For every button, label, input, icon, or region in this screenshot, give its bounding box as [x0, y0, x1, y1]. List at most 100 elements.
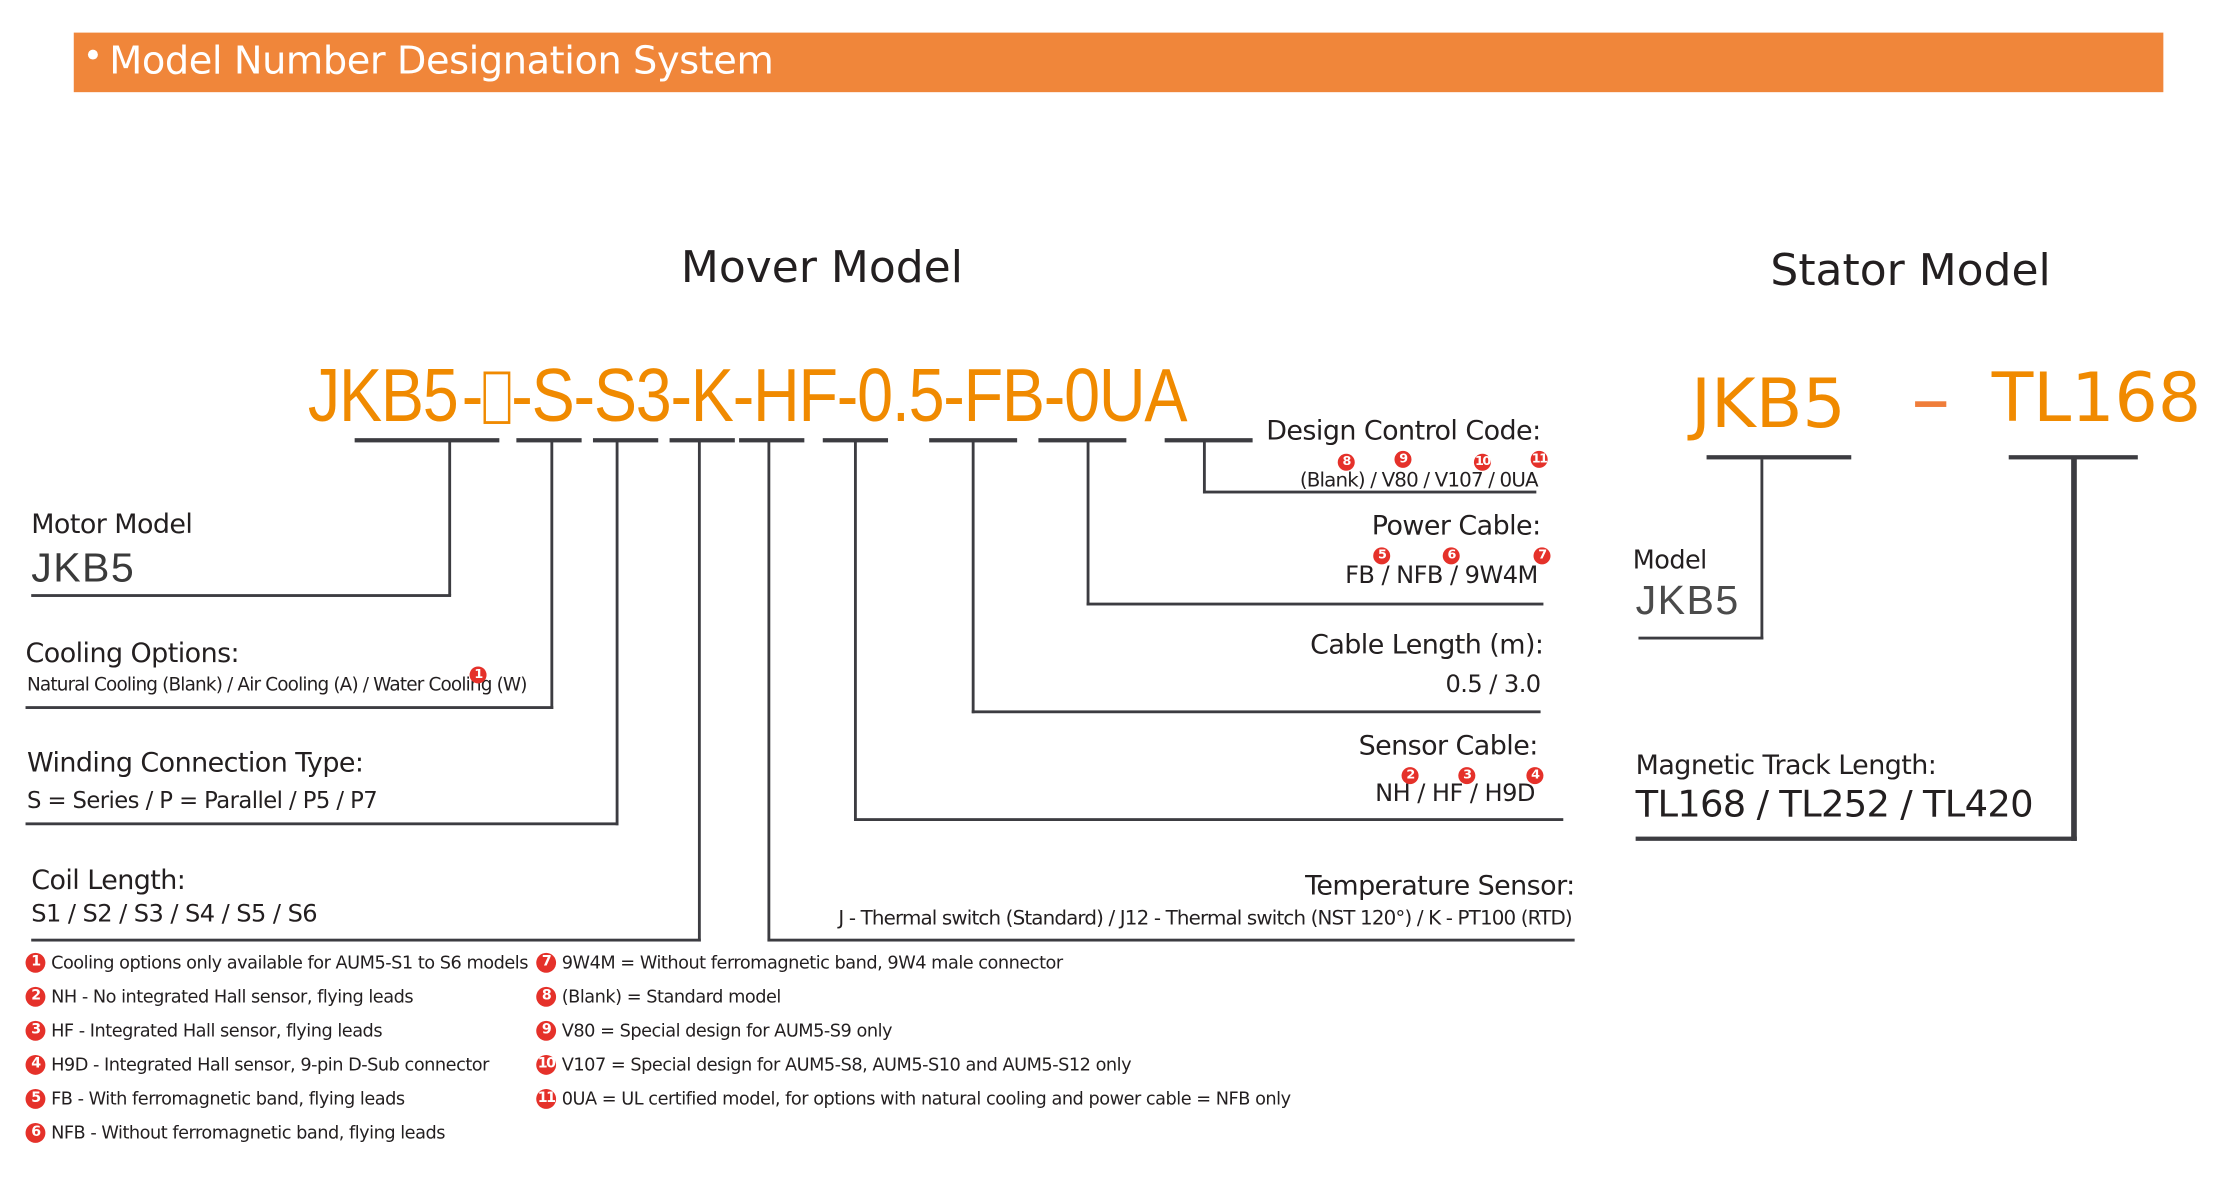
footnote-text: (Blank) = Standard model	[561, 985, 782, 1007]
code-part-model: JKB5	[307, 354, 459, 439]
connector-cooling	[550, 440, 554, 709]
stator-code-track: TL168	[1991, 358, 2202, 439]
sensor-option-hf: HF	[1431, 779, 1463, 809]
stator-title: Stator Model	[1770, 245, 2051, 297]
underline-power	[1038, 438, 1127, 443]
mover-title: Mover Model	[680, 242, 963, 294]
rule-temp	[767, 938, 1575, 942]
code-part-rest: -S-S3-K-HF-0.5-FB-0UA	[511, 354, 1187, 439]
sensor-cable-label: Sensor Cable:	[1358, 730, 1539, 762]
badge-6: 6	[1442, 547, 1460, 565]
badge-5: 5	[1373, 547, 1391, 565]
footnote-text: V107 = Special design for AUM5-S8, AUM5-…	[561, 1053, 1132, 1075]
badge-2: 2	[1401, 767, 1419, 785]
footnote-badge: 7	[536, 952, 557, 973]
footnote-badge: 1	[25, 952, 46, 973]
connector-stator-model	[1760, 459, 1764, 640]
bullet-icon	[87, 49, 98, 60]
rule-model	[31, 594, 452, 597]
stator-model-label: Model	[1632, 545, 1707, 576]
underline-stator-track	[2008, 455, 2138, 460]
footnote-text: V80 = Special design for AUM5-S9 only	[561, 1019, 893, 1041]
stator-model-value: JKB5	[1635, 578, 1740, 624]
stator-code-model: JKB5	[1690, 364, 1846, 444]
connector-stator-track	[2071, 458, 2077, 841]
header-title-text: Model Number Designation System	[109, 39, 774, 84]
rule-stator-track	[1635, 836, 2077, 841]
code-part-dash: -	[461, 354, 484, 439]
footnote-badge: 9	[536, 1020, 557, 1041]
underline-cable-length	[929, 438, 1018, 443]
badge-4: 4	[1526, 767, 1544, 785]
temperature-sensor-label: Temperature Sensor:	[1305, 870, 1575, 902]
badge-3: 3	[1458, 767, 1476, 785]
header-bar: Model Number Designation System	[73, 32, 2164, 93]
motor-model-label: Motor Model	[31, 509, 193, 541]
footnote-item: 8(Blank) = Standard model	[536, 980, 1290, 1014]
rule-winding	[25, 822, 619, 826]
footnote-badge: 2	[25, 986, 46, 1007]
cooling-value: Natural Cooling (Blank) / Air Cooling (A…	[26, 674, 528, 697]
rule-cable-length	[971, 710, 1541, 714]
connector-design	[1202, 440, 1206, 494]
underline-winding	[592, 438, 659, 443]
underline-cooling	[516, 438, 582, 443]
connector-winding	[615, 440, 619, 826]
connector-model	[448, 440, 452, 596]
footnote-text: NH - No integrated Hall sensor, flying l…	[51, 985, 414, 1007]
footnote-badge: 11	[536, 1088, 557, 1109]
badge-8: 8	[1337, 453, 1355, 471]
badge-7: 7	[1533, 547, 1551, 565]
connector-sensor	[853, 440, 857, 821]
connector-power	[1086, 440, 1090, 606]
badge-9: 9	[1394, 450, 1412, 468]
footnote-text: NFB - Without ferromagnetic band, flying…	[51, 1121, 445, 1143]
rule-coil	[31, 938, 701, 942]
badge-11: 11	[1530, 450, 1548, 468]
footnote-badge: 10	[536, 1054, 557, 1075]
design-option-blank: (Blank)	[1299, 469, 1366, 493]
winding-label: Winding Connection Type:	[26, 747, 364, 779]
connector-cable-length	[971, 440, 975, 714]
power-cable-value: FB / NFB / 9W4M	[1345, 561, 1539, 590]
track-length-label: Magnetic Track Length:	[1635, 750, 1937, 782]
underline-sensor	[822, 438, 889, 443]
footnote-badge: 3	[25, 1020, 46, 1041]
mover-code: JKB5 --S-S3-K-HF-0.5-FB-0UA	[308, 354, 1329, 439]
footnote-text: HF - Integrated Hall sensor, flying lead…	[51, 1019, 383, 1041]
power-option-fb: FB	[1345, 561, 1375, 590]
footnote-text: FB - With ferromagnetic band, flying lea…	[51, 1087, 405, 1109]
winding-value: S = Series / P = Parallel / P5 / P7	[26, 786, 378, 814]
coil-length-value: S1 / S2 / S3 / S4 / S5 / S6	[31, 900, 318, 929]
rule-sensor	[853, 818, 1564, 821]
sensor-option-nh: NH	[1375, 779, 1411, 809]
header-title: Model Number Designation System	[87, 38, 774, 86]
design-option-v80: V80	[1381, 469, 1419, 493]
sensor-option-h9d: H9D	[1484, 779, 1536, 809]
design-option-v107: V107	[1434, 469, 1484, 493]
power-cable-label: Power Cable:	[1371, 510, 1541, 542]
badge-10: 10	[1473, 453, 1491, 471]
coil-length-label: Coil Length:	[31, 864, 186, 897]
connector-temp	[767, 440, 771, 942]
stator-code-dash	[1915, 401, 1947, 407]
cable-length-label: Cable Length (m):	[1310, 629, 1544, 661]
cooling-label: Cooling Options:	[25, 638, 240, 670]
underline-design	[1164, 438, 1253, 443]
design-control-value: (Blank) / V80 / V107 / 0UA	[1299, 469, 1539, 493]
footnote-badge: 8	[536, 986, 557, 1007]
cable-length-value: 0.5 / 3.0	[1445, 670, 1542, 700]
rule-power	[1086, 602, 1544, 606]
rule-design	[1202, 490, 1537, 494]
power-option-9w4m: 9W4M	[1464, 561, 1539, 590]
temperature-sensor-value: J - Thermal switch (Standard) / J12 - Th…	[838, 907, 1572, 931]
